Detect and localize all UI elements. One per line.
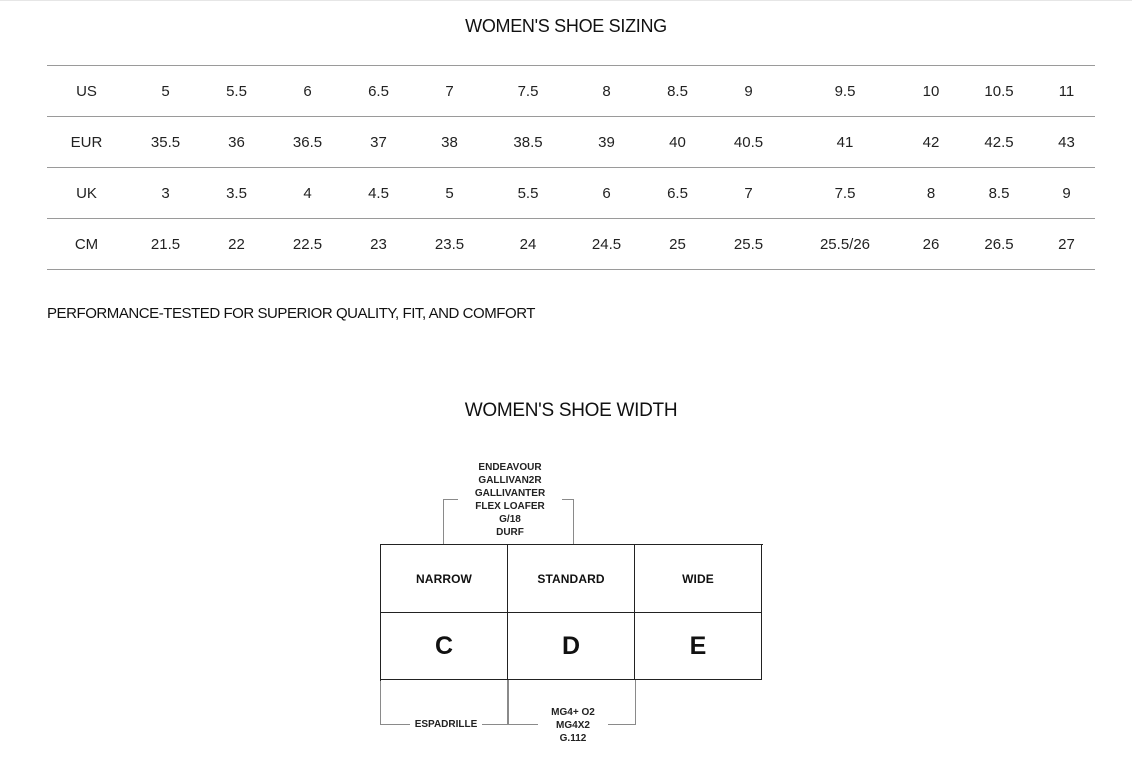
model-name: G/18 <box>499 514 521 525</box>
size-cell: 8 <box>902 167 960 219</box>
width-letter-e: E <box>689 631 707 660</box>
size-cell: 38 <box>410 116 489 168</box>
size-row-label: EUR <box>47 116 126 168</box>
size-cell: 6 <box>268 65 347 117</box>
size-cell: 3 <box>126 167 205 219</box>
bottom-left-model-list: ESPADRILLE <box>410 718 482 731</box>
size-row-label: CM <box>47 218 126 270</box>
size-cell: 6.5 <box>347 65 410 117</box>
size-cell: 36 <box>205 116 268 168</box>
model-name: FLEX LOAFER <box>475 501 545 512</box>
tagline: PERFORMANCE-TESTED FOR SUPERIOR QUALITY,… <box>47 305 536 322</box>
size-cell: 22 <box>205 218 268 270</box>
size-cell: 5.5 <box>205 65 268 117</box>
size-cell: 9 <box>709 65 788 117</box>
model-name: G.112 <box>559 733 587 744</box>
width-label-narrow: NARROW <box>416 571 472 586</box>
size-cell: 42 <box>902 116 960 168</box>
width-letter-cell-c: C <box>381 613 508 680</box>
model-name: MG4+ O2 <box>551 707 595 718</box>
size-cell: 26.5 <box>960 218 1038 270</box>
size-cell: 4 <box>268 167 347 219</box>
size-cell: 22.5 <box>268 218 347 270</box>
width-letter-cell-e: E <box>635 613 762 680</box>
width-grid: NARROW STANDARD WIDE C D E <box>380 544 763 681</box>
sizing-title: WOMEN'S SHOE SIZING <box>465 16 667 36</box>
size-cell: 38.5 <box>489 116 567 168</box>
size-cell: 37 <box>347 116 410 168</box>
width-label-wide: WIDE <box>682 571 714 586</box>
size-cell: 7 <box>410 65 489 117</box>
size-cell: 7.5 <box>489 65 567 117</box>
width-label-cell-wide: WIDE <box>635 545 762 613</box>
size-cell: 36.5 <box>268 116 347 168</box>
size-cell: 25 <box>646 218 709 270</box>
size-cell: 3.5 <box>205 167 268 219</box>
size-cell: 40 <box>646 116 709 168</box>
size-cell: 25.5/26 <box>788 218 902 270</box>
width-label-cell-narrow: NARROW <box>381 545 508 613</box>
size-cell: 8 <box>567 65 646 117</box>
size-cell: 6.5 <box>646 167 709 219</box>
size-cell: 10 <box>902 65 960 117</box>
model-name: GALLIVAN2R <box>478 475 542 486</box>
width-letter-d: D <box>561 631 581 660</box>
size-cell: 23 <box>347 218 410 270</box>
size-cell: 8.5 <box>646 65 709 117</box>
width-letter-c: C <box>434 631 454 660</box>
top-divider <box>0 0 1132 1</box>
bottom-right-model-list: MG4+ O2 MG4X2 G.112 <box>538 706 608 745</box>
size-cell: 43 <box>1038 116 1095 168</box>
size-cell: 7 <box>709 167 788 219</box>
size-cell: 5 <box>410 167 489 219</box>
size-cell: 27 <box>1038 218 1095 270</box>
size-cell: 21.5 <box>126 218 205 270</box>
top-model-list: ENDEAVOUR GALLIVAN2R GALLIVANTER FLEX LO… <box>458 461 562 539</box>
model-name: ENDEAVOUR <box>478 462 542 473</box>
width-label-cell-standard: STANDARD <box>508 545 635 613</box>
width-letter-cell-d: D <box>508 613 635 680</box>
size-cell: 42.5 <box>960 116 1038 168</box>
size-cell: 25.5 <box>709 218 788 270</box>
width-title: WOMEN'S SHOE WIDTH <box>464 400 678 421</box>
size-cell: 24.5 <box>567 218 646 270</box>
model-name: MG4X2 <box>556 720 590 731</box>
size-cell: 35.5 <box>126 116 205 168</box>
size-row-label: UK <box>47 167 126 219</box>
size-cell: 4.5 <box>347 167 410 219</box>
size-cell: 40.5 <box>709 116 788 168</box>
size-cell: 5.5 <box>489 167 567 219</box>
size-cell: 26 <box>902 218 960 270</box>
size-cell: 39 <box>567 116 646 168</box>
size-cell: 7.5 <box>788 167 902 219</box>
size-cell: 9.5 <box>788 65 902 117</box>
size-cell: 6 <box>567 167 646 219</box>
width-label-standard: STANDARD <box>537 571 605 586</box>
size-cell: 10.5 <box>960 65 1038 117</box>
size-cell: 8.5 <box>960 167 1038 219</box>
size-cell: 24 <box>489 218 567 270</box>
model-name: GALLIVANTER <box>474 488 546 499</box>
size-cell: 23.5 <box>410 218 489 270</box>
size-cell: 9 <box>1038 167 1095 219</box>
size-cell: 5 <box>126 65 205 117</box>
size-row-label: US <box>47 65 126 117</box>
model-name: ESPADRILLE <box>414 719 478 730</box>
model-name: DURF <box>496 527 524 538</box>
size-cell: 41 <box>788 116 902 168</box>
size-cell: 11 <box>1038 65 1095 117</box>
